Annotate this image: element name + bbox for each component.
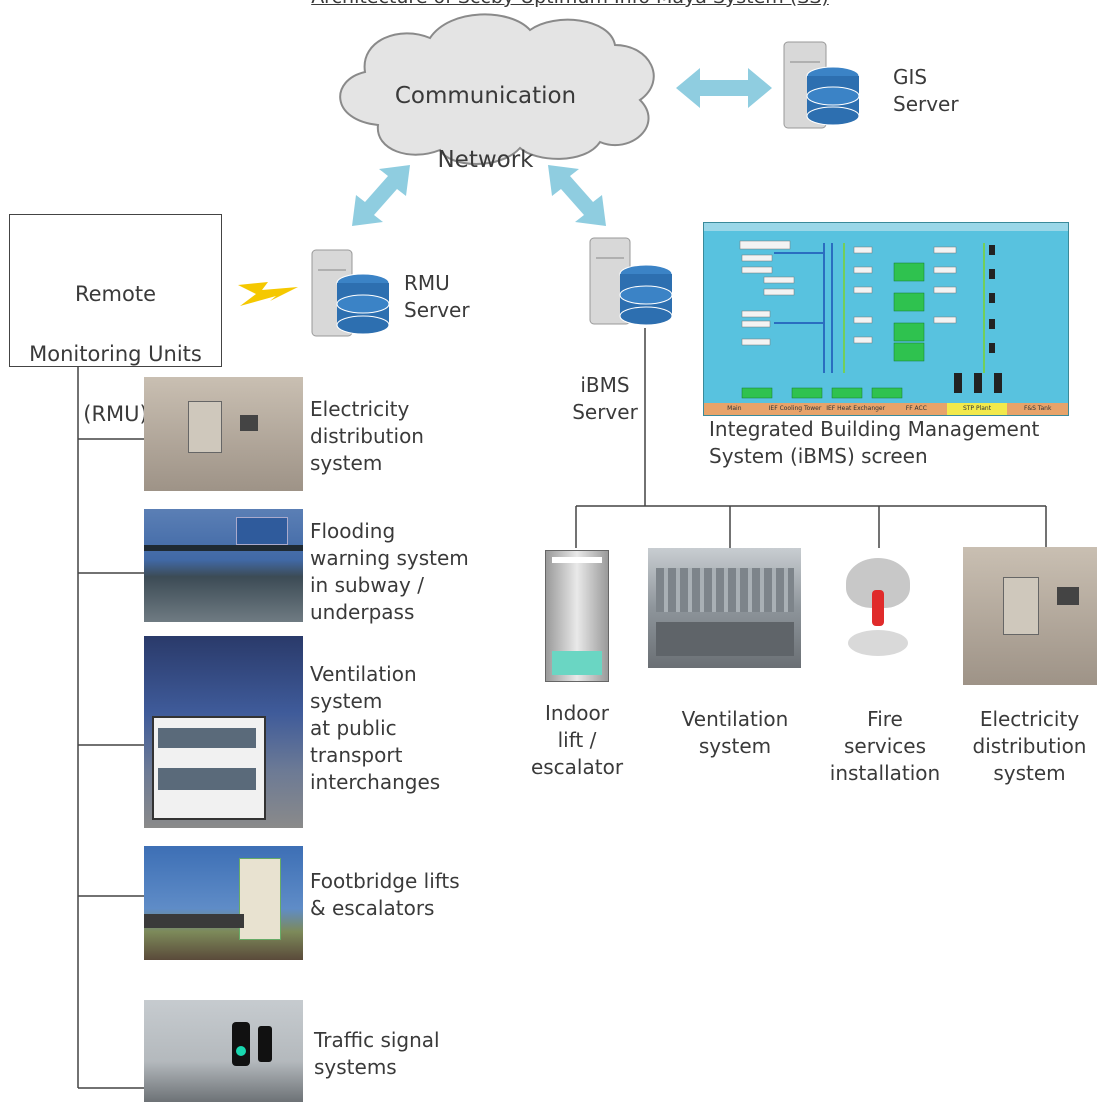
- ibms-tree-lines: [575, 328, 1047, 548]
- ibms-screen: Main IEF Cooling Tower IEF Heat Exchange…: [703, 222, 1069, 416]
- communication-network-cloud: [339, 13, 655, 165]
- ibms-tab: Main: [727, 405, 742, 412]
- rmu-system-label: Flooding warning system in subway / unde…: [310, 519, 469, 624]
- diagram-title: Architecture of Sccby Uptimum Info Maya …: [300, 0, 840, 11]
- ventilation-system-photo: [648, 548, 801, 668]
- rmu-server-label: RMU Server: [404, 270, 470, 324]
- ibms-system-label: Indoor lift / escalator: [530, 701, 624, 779]
- ibms-system-label: Electricity distribution system: [972, 707, 1087, 785]
- gis-label-line2: Server: [893, 92, 959, 116]
- ibms-system-label: Ventilation system: [681, 707, 789, 758]
- flooding-warning-photo: [144, 509, 303, 622]
- ibms-screen-schematic: [739, 240, 1002, 399]
- ibms-system-label: Fire services installation: [829, 707, 941, 785]
- ibms-caption-line2: System (iBMS) screen: [709, 444, 928, 468]
- traffic-signal-photo: [144, 1000, 303, 1102]
- footbridge-lifts-photo: [144, 846, 303, 960]
- rmu-server-line1: RMU: [404, 271, 450, 295]
- ibms-tab: IEF Heat Exchanger: [826, 405, 886, 412]
- electricity-distribution-photo: [144, 377, 303, 491]
- indoor-lift-photo: [545, 550, 609, 682]
- fire-sprinkler-photo: [828, 550, 928, 670]
- rmu-system-label: Footbridge lifts & escalators: [310, 869, 460, 920]
- rmu-system-label: Ventilation system at public transport i…: [310, 662, 441, 794]
- ibms-tab: F&S Tank: [1023, 405, 1052, 412]
- gis-server-label: GIS Server: [893, 64, 959, 118]
- arrow-cloud-rmu: [352, 165, 410, 226]
- electricity-distribution-photo-2: [963, 547, 1097, 685]
- ibms-screen-tabs: Main IEF Cooling Tower IEF Heat Exchange…: [704, 403, 1068, 415]
- rmu-tree-lines: [77, 367, 144, 1089]
- rmu-line1: Remote: [74, 282, 157, 306]
- rmu-server-line2: Server: [404, 298, 470, 322]
- lightning-bolt-icon: [238, 282, 298, 306]
- rmu-system-label: Traffic signal systems: [314, 1028, 440, 1079]
- ibms-server-label: iBMS Server: [565, 372, 645, 426]
- ibms-tab: IEF Cooling Tower: [768, 405, 822, 412]
- rmu-line3: (RMU): [83, 402, 148, 426]
- rmu-line2: Monitoring Units: [29, 342, 202, 366]
- cloud-label-line2: Network: [437, 147, 534, 173]
- cloud-label: Communication Network: [378, 48, 593, 176]
- rmu-box-label: Remote Monitoring Units (RMU): [10, 249, 221, 429]
- gis-label-line1: GIS: [893, 65, 928, 89]
- cloud-label-line1: Communication: [394, 83, 577, 109]
- ibms-caption-line1: Integrated Building Management: [709, 417, 1040, 441]
- transport-interchange-photo: [144, 636, 303, 828]
- rmu-box: Remote Monitoring Units (RMU): [9, 214, 222, 426]
- double-arrows: [352, 68, 772, 226]
- rmu-system-label: Electricity distribution system: [310, 397, 424, 475]
- ibms-server-line1: iBMS: [580, 373, 630, 397]
- arrow-cloud-ibms: [548, 165, 606, 226]
- ibms-server-line2: Server: [572, 400, 638, 424]
- ibms-tab: STP Plant: [946, 403, 1008, 415]
- arrow-cloud-gis: [676, 68, 772, 108]
- ibms-tab: FF ACC: [905, 405, 927, 412]
- ibms-screen-header: [704, 223, 1068, 231]
